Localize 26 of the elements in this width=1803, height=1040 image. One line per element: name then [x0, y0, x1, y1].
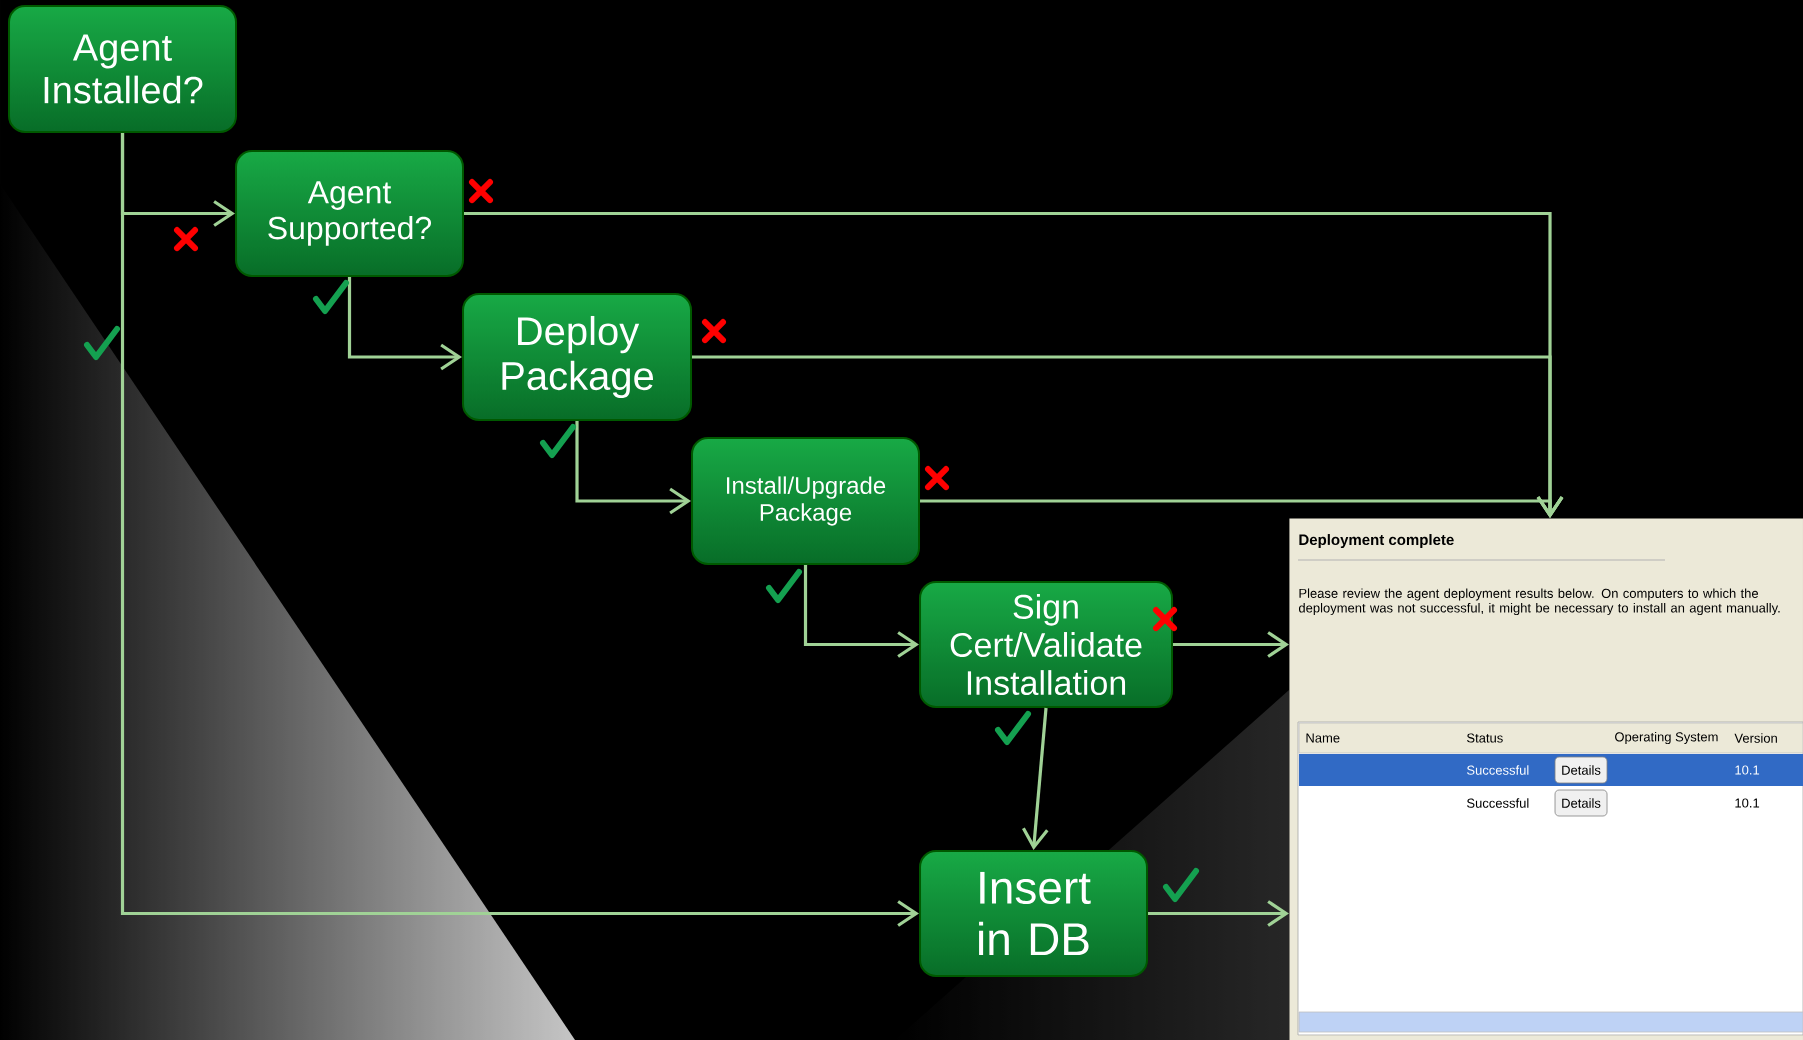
- arrow: [1022, 707, 1049, 850]
- arrow: [120, 133, 919, 927]
- column-header: Name: [1306, 733, 1340, 743]
- process-box: Insert in DB: [919, 850, 1148, 977]
- process-box: Install/Upgrade Package: [691, 437, 920, 565]
- dialog-message: Please review the agent deployment results below. On computers to which the deployment was not successful, it might be necessary to install an agent manually.: [1298, 588, 1780, 616]
- arrow: [1148, 900, 1289, 927]
- process-box: Agent Supported?: [235, 150, 464, 277]
- arrow: [1173, 631, 1289, 658]
- table-cell: 10.1: [1735, 765, 1760, 775]
- table-cell: Successful: [1467, 765, 1529, 775]
- details-button: Details: [1554, 789, 1608, 817]
- arrow: [920, 496, 1564, 518]
- table-cell: 10.1: [1735, 798, 1760, 808]
- dialog-heading: Deployment complete: [1299, 534, 1454, 548]
- table-cell: Successful: [1467, 798, 1529, 808]
- details-button: Details: [1554, 756, 1608, 784]
- process-box: Agent Installed?: [8, 5, 237, 133]
- arrow: [803, 565, 919, 658]
- column-header: Version: [1734, 733, 1777, 743]
- process-box: Sign Cert/Validate Installation: [919, 581, 1173, 708]
- arrow: [347, 277, 462, 371]
- column-header: Status: [1467, 733, 1503, 743]
- process-box: Deploy Package: [462, 293, 692, 421]
- column-header: Operating System: [1615, 731, 1718, 745]
- arrow: [575, 421, 691, 515]
